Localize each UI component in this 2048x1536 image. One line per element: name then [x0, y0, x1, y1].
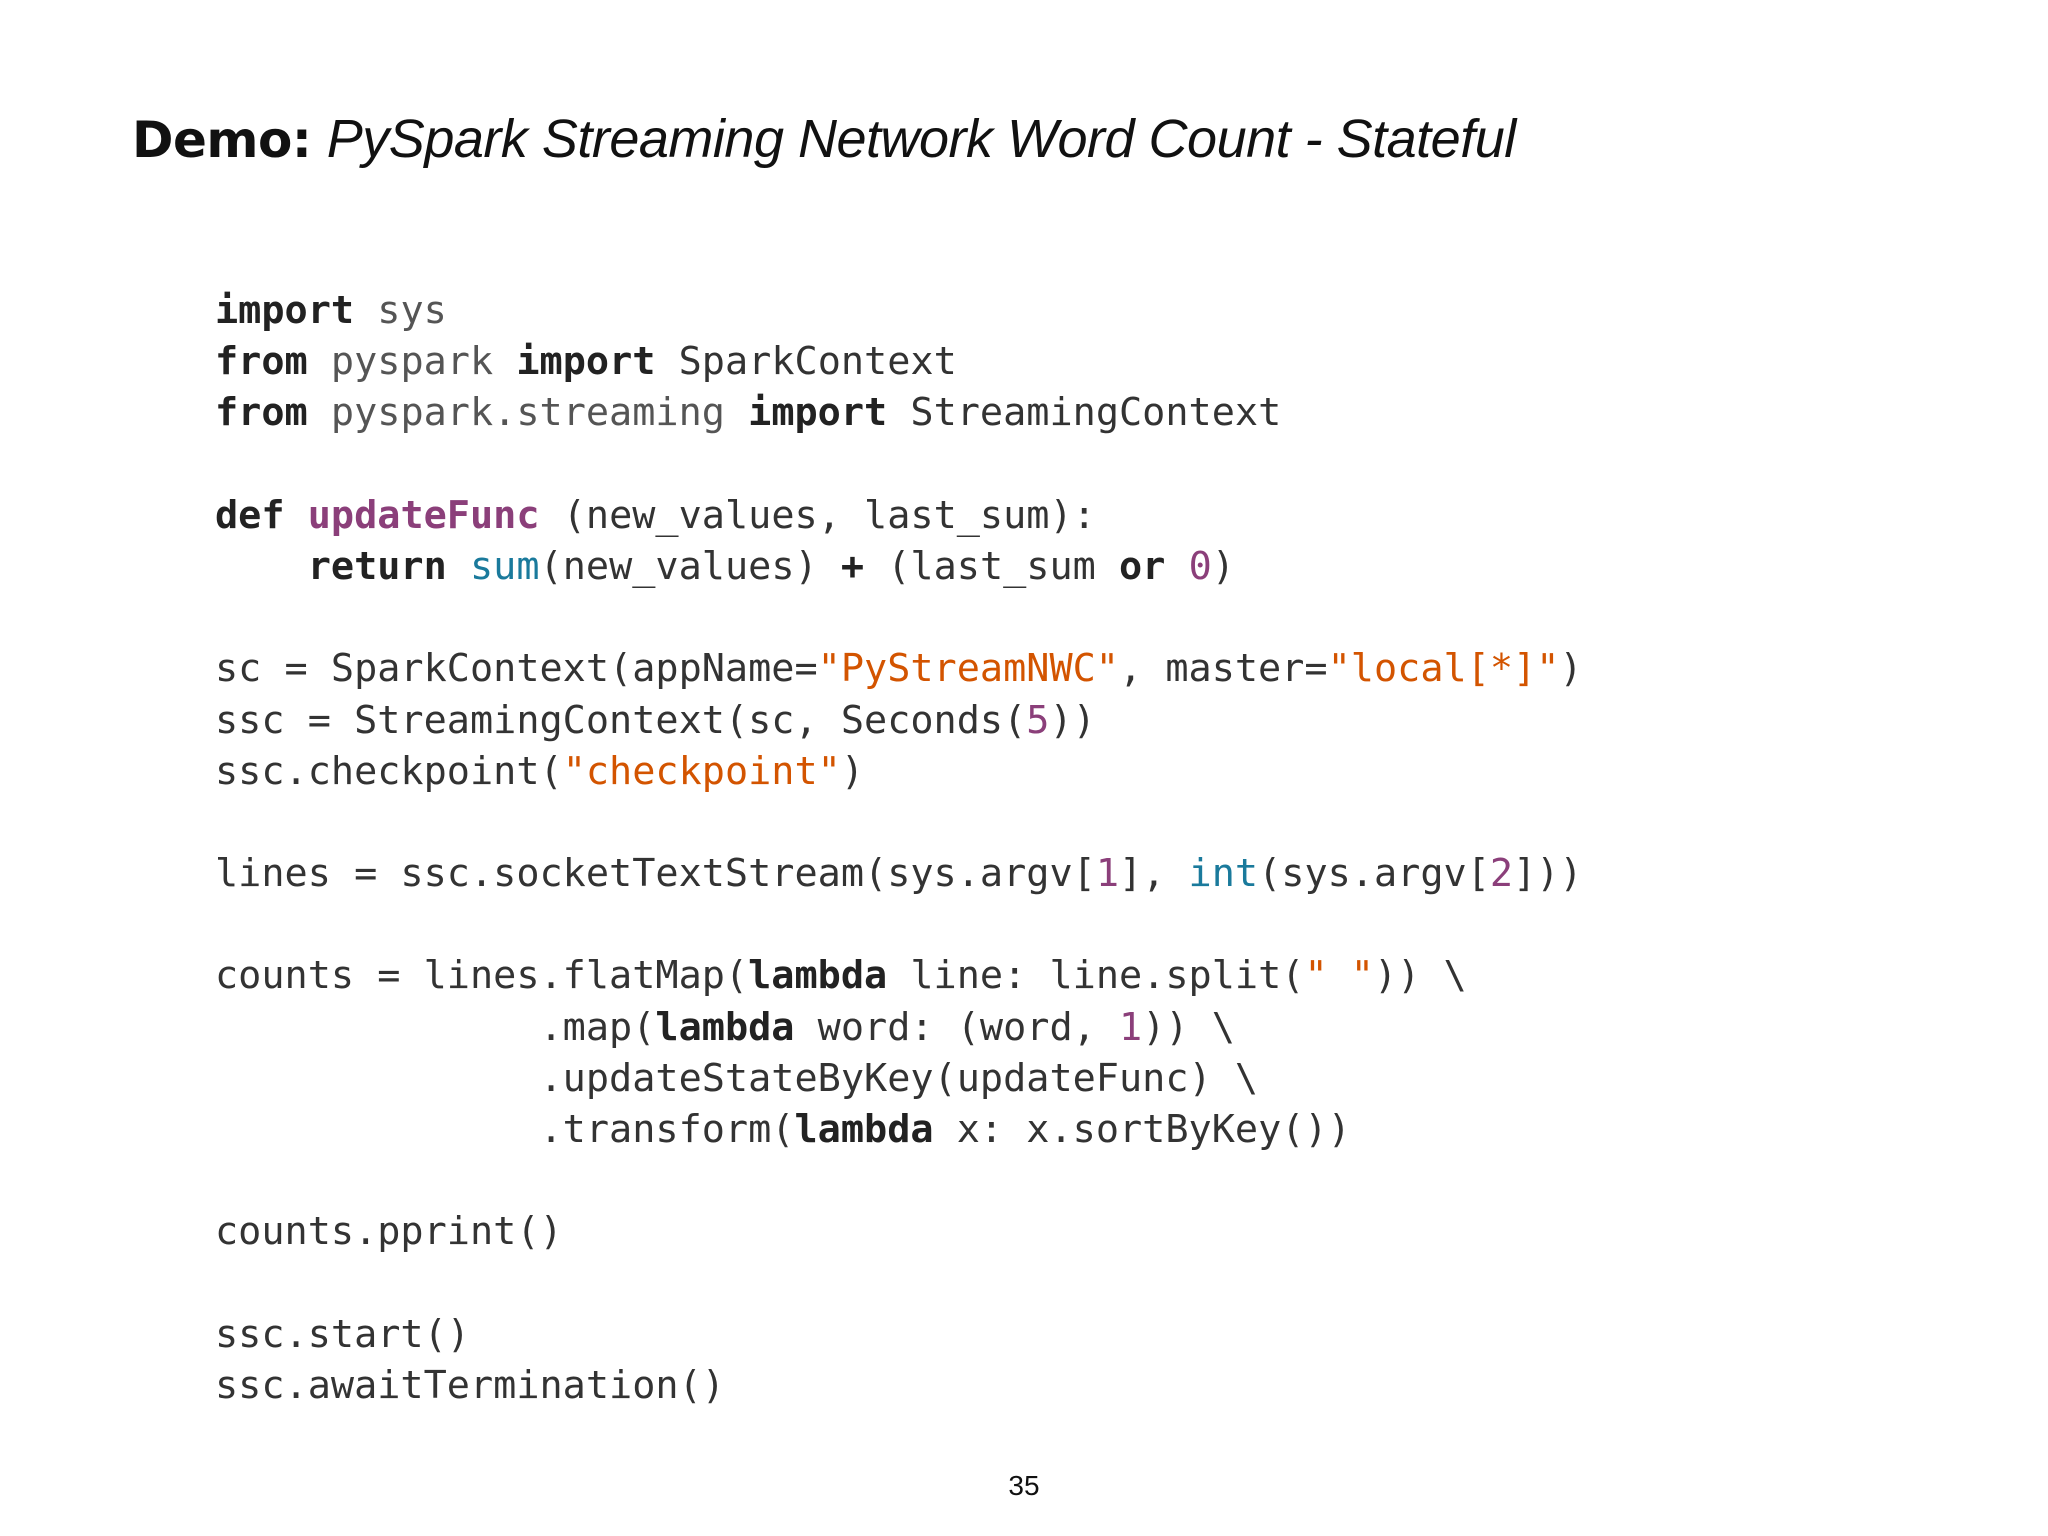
code-token [447, 544, 470, 589]
code-token: sys [377, 288, 447, 333]
code-token: import [215, 288, 355, 333]
code-line: counts = lines.flatMap(lambda line: line… [215, 950, 1583, 1001]
code-token [215, 544, 308, 589]
code-token: )) [1049, 697, 1096, 743]
code-token: from [215, 390, 308, 436]
code-token: def [215, 492, 285, 538]
code-token: ) [840, 748, 865, 794]
code-token: line: line.split( [887, 953, 1305, 999]
code-token: ])) [1513, 851, 1583, 897]
code-token: "local[*]" [1327, 646, 1560, 692]
code-line: .map(lambda word: (word, 1)) \ [215, 1002, 1583, 1053]
code-token [493, 339, 516, 384]
code-token: StreamingContext [887, 390, 1282, 436]
code-token: 2 [1489, 851, 1514, 897]
code-token [308, 390, 331, 435]
code-line: ​ [215, 797, 1583, 848]
code-token: ) [1559, 646, 1583, 692]
code-token: ssc.checkpoint( [215, 748, 563, 794]
code-line: sc = SparkContext(appName="PyStreamNWC",… [215, 643, 1583, 694]
code-line: ​ [215, 1258, 1583, 1309]
code-line: def updateFunc (new_values, last_sum): [215, 490, 1583, 541]
code-token: (sys.argv[ [1258, 851, 1490, 897]
code-line: lines = ssc.socketTextStream(sys.argv[1]… [215, 848, 1583, 899]
code-line: from pyspark import SparkContext [215, 336, 1583, 387]
code-line: counts.pprint() [215, 1206, 1583, 1257]
code-token: )) \ [1142, 1004, 1235, 1050]
code-token: return [307, 543, 447, 589]
code-token: lines = ssc.socketTextStream(sys.argv[ [215, 851, 1096, 897]
code-line: ssc.start() [215, 1309, 1583, 1360]
code-line: ssc.checkpoint("checkpoint") [215, 746, 1583, 797]
code-token: ssc = StreamingContext(sc, Seconds( [215, 697, 1027, 743]
code-token: )) \ [1373, 953, 1467, 999]
code-token: 5 [1026, 697, 1050, 743]
code-line: ssc.awaitTermination() [215, 1360, 1583, 1411]
code-token: counts = lines.flatMap( [215, 953, 749, 999]
code-token: import [516, 339, 656, 385]
code-line: .transform(lambda x: x.sortByKey()) [215, 1104, 1583, 1155]
code-token: .map( [215, 1004, 656, 1050]
code-token: 1 [1119, 1004, 1143, 1050]
code-token: ssc.start() [215, 1311, 470, 1357]
code-token: import [748, 390, 888, 436]
code-token [285, 493, 308, 538]
code-token: x: x.sortByKey()) [933, 1107, 1351, 1152]
code-token: " " [1304, 953, 1374, 999]
code-token: "PyStreamNWC" [817, 646, 1119, 692]
code-token [725, 390, 748, 435]
code-token: ], [1119, 851, 1189, 897]
code-token: lambda [794, 1107, 934, 1152]
code-token: .updateStateByKey(updateFunc) \ [215, 1055, 1259, 1101]
code-token: 0 [1188, 543, 1212, 589]
code-token: (new_values, last_sum): [539, 492, 1096, 538]
code-line: ​ [215, 592, 1583, 643]
slide-title: Demo: PySpark Streaming Network Word Cou… [132, 108, 1516, 170]
code-token: counts.pprint() [215, 1209, 563, 1255]
code-token: , master= [1118, 646, 1328, 692]
slide-title-text: PySpark Streaming Network Word Count - S… [326, 109, 1516, 169]
code-token: sum [469, 543, 540, 589]
code-token: word: (word, [794, 1004, 1119, 1050]
code-token: + [840, 543, 865, 589]
code-token: ) [1211, 543, 1235, 589]
code-line: ​ [215, 899, 1583, 950]
code-token: pyspark [330, 339, 494, 385]
code-line: ​ [215, 439, 1583, 490]
code-token: int [1188, 851, 1259, 897]
code-token: "checkpoint" [562, 748, 841, 794]
code-token [354, 288, 377, 333]
code-token: 1 [1095, 851, 1119, 897]
page-number: 35 [1008, 1470, 1040, 1501]
code-token: sc = SparkContext(appName= [215, 646, 818, 692]
code-token: lambda [748, 953, 888, 999]
code-line: ssc = StreamingContext(sc, Seconds(5)) [215, 695, 1583, 746]
code-token: (last_sum [864, 543, 1120, 589]
slide-title-prefix: Demo: [132, 111, 312, 169]
code-token: ssc.awaitTermination() [215, 1362, 725, 1408]
code-token: updateFunc [307, 492, 540, 538]
code-token: SparkContext [655, 339, 957, 385]
code-token: lambda [655, 1004, 795, 1050]
code-token [308, 339, 331, 384]
code-line: ​ [215, 1155, 1583, 1206]
code-token: or [1119, 543, 1166, 589]
code-line: from pyspark.streaming import StreamingC… [215, 387, 1583, 438]
code-token [1165, 544, 1188, 589]
code-token: (new_values) [539, 543, 841, 589]
code-line: import sys [215, 285, 1583, 336]
code-token: from [215, 339, 308, 385]
code-token: pyspark.streaming [330, 390, 725, 436]
code-token: .transform( [215, 1107, 795, 1152]
code-line: return sum(new_values) + (last_sum or 0) [215, 541, 1583, 592]
code-line: .updateStateByKey(updateFunc) \ [215, 1053, 1583, 1104]
